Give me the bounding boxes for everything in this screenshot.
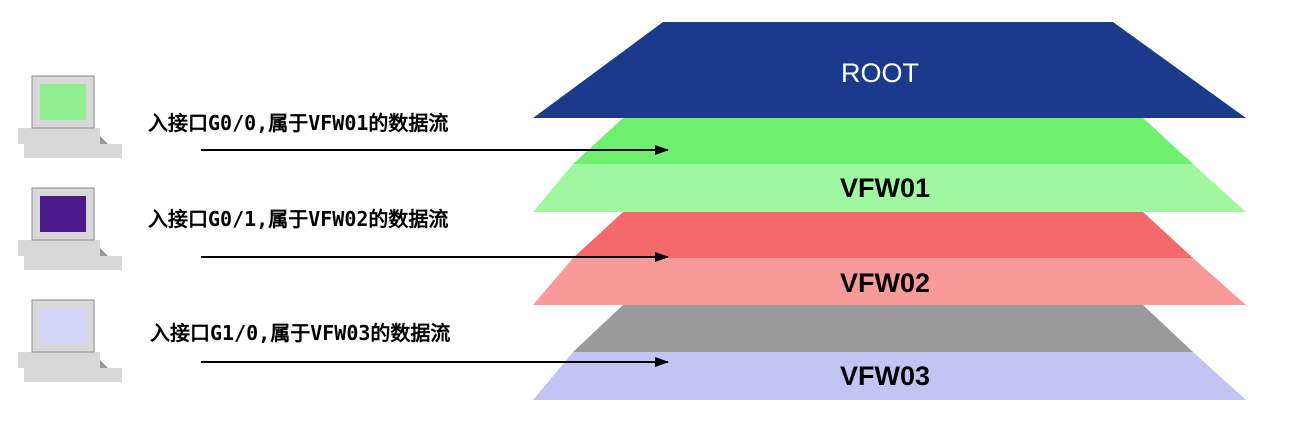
vfw03-layer: VFW03	[533, 305, 1246, 400]
flow-label-vfw01: 入接口G0/0,属于VFW01的数据流	[148, 111, 448, 135]
vfw01-layer-top	[573, 118, 1193, 164]
root-layer-label: ROOT	[841, 58, 919, 88]
computer-base	[18, 128, 100, 144]
vfw02-layer-label: VFW02	[840, 268, 930, 298]
computer-screen	[40, 196, 86, 232]
computer-base	[18, 352, 100, 368]
vfw02-layer-top	[573, 212, 1193, 258]
computer-icon	[18, 299, 122, 382]
vfw03-layer-top	[573, 305, 1193, 352]
computer-base	[18, 240, 100, 256]
computer-screen	[40, 84, 86, 120]
vfw03-layer-bottom	[533, 352, 1246, 400]
flow-label-vfw03: 入接口G1/0,属于VFW03的数据流	[150, 321, 450, 345]
flow-label-vfw02: 入接口G0/1,属于VFW02的数据流	[148, 207, 448, 231]
computer-icon	[18, 187, 122, 270]
vfw01-layer-label: VFW01	[840, 173, 930, 203]
vfw02-layer-bottom	[533, 258, 1246, 305]
vfw01-layer: VFW01	[533, 118, 1246, 212]
vfw03-layer-label: VFW03	[840, 361, 930, 391]
computer-keyboard	[24, 368, 122, 382]
root-layer-shape	[533, 22, 1246, 118]
computer-screen	[40, 308, 86, 344]
computer-keyboard	[24, 144, 122, 158]
root-layer: ROOT	[533, 22, 1246, 118]
vfw02-layer: VFW02	[533, 212, 1246, 305]
vfw01-layer-bottom	[533, 164, 1246, 212]
computer-keyboard	[24, 256, 122, 270]
computer-icon	[18, 75, 122, 158]
